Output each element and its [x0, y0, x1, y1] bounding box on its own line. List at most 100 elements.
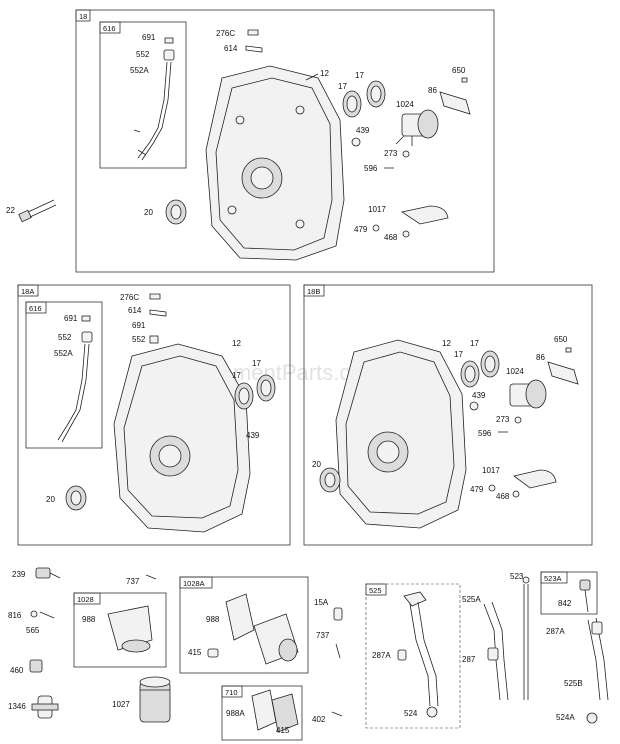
gasket-988-part	[225, 593, 255, 641]
washer-439-part	[351, 137, 361, 147]
box-18B	[303, 284, 593, 546]
box-616-label: 616	[103, 24, 116, 33]
label-17-c: 17	[232, 371, 241, 380]
box-18B-label: 18B	[307, 287, 320, 296]
label-525B: 525B	[564, 679, 583, 688]
label-565: 565	[26, 626, 40, 635]
box-18-label: 18	[79, 12, 87, 21]
box-616-b-label: 616	[29, 304, 42, 313]
box-616-b	[25, 301, 103, 449]
box-616-tag	[99, 21, 121, 34]
clip-273-part	[402, 150, 410, 158]
oil-seal-17-part-b	[234, 374, 276, 410]
box-18-tag	[75, 9, 91, 22]
label-479: 479	[354, 225, 368, 234]
dipstick-tube-525-part	[403, 591, 439, 707]
label-439-c: 439	[472, 391, 486, 400]
box-18A-tag	[17, 284, 39, 297]
label-691: 691	[142, 33, 156, 42]
dipstick-tube-525A-part	[483, 601, 509, 701]
label-86: 86	[428, 86, 437, 95]
label-691-c: 691	[132, 321, 146, 330]
oil-slinger-1017-part	[400, 205, 449, 225]
label-20-c: 20	[312, 460, 321, 469]
label-276C-b: 276C	[120, 293, 139, 302]
box-18A-label: 18A	[21, 287, 34, 296]
box-1028	[73, 592, 167, 668]
label-276C: 276C	[216, 29, 235, 38]
dipstick-tube-part	[133, 37, 175, 161]
label-596-b: 596	[478, 429, 492, 438]
crankcase-cover-part-b	[113, 343, 251, 533]
label-552-c: 552	[132, 335, 146, 344]
oil-filter-adapter-part-b	[253, 613, 299, 665]
dipstick-tube-525B-part	[587, 617, 609, 701]
oil-seal-20-part-b	[65, 485, 87, 511]
oil-filter-part	[139, 676, 171, 723]
label-287A-b: 287A	[546, 627, 565, 636]
label-523: 523	[510, 572, 524, 581]
label-1024-b: 1024	[506, 367, 524, 376]
label-22: 22	[6, 206, 15, 215]
label-816: 816	[8, 611, 22, 620]
label-402: 402	[312, 715, 326, 724]
label-1346: 1346	[8, 702, 26, 711]
label-17-a: 17	[338, 82, 347, 91]
label-15A: 15A	[314, 598, 329, 607]
box-523A-label: 523A	[544, 574, 562, 583]
label-468-b: 468	[496, 492, 510, 501]
label-524A: 524A	[556, 713, 575, 722]
box-710-tag	[221, 685, 243, 698]
label-737-b: 737	[316, 631, 330, 640]
label-415: 415	[188, 648, 202, 657]
oil-seal-17-part-c	[460, 350, 500, 388]
adapter-1346-part	[31, 695, 59, 719]
label-596: 596	[364, 164, 378, 173]
label-415-b: 415	[276, 726, 290, 735]
box-18A	[17, 284, 291, 546]
label-273-b: 273	[496, 415, 510, 424]
gasket-86-part	[439, 91, 471, 115]
box-525-label: 525	[369, 586, 382, 595]
box-616-b-tag	[25, 301, 47, 314]
box-1028-tag	[73, 592, 101, 605]
dipstick-tube-part-b	[57, 315, 93, 443]
governor-gear-part-b	[509, 379, 547, 409]
label-988: 988	[82, 615, 96, 624]
label-552-b: 552	[58, 333, 72, 342]
label-17-d: 17	[252, 359, 261, 368]
label-988A: 988A	[226, 709, 245, 718]
label-524: 524	[404, 709, 418, 718]
oil-filter-adapter-part	[107, 605, 153, 653]
label-17-b: 17	[355, 71, 364, 80]
label-650-b: 650	[554, 335, 568, 344]
label-552: 552	[136, 50, 150, 59]
label-737: 737	[126, 577, 140, 586]
bolt-614-part	[245, 45, 263, 53]
bolt-22-part	[18, 199, 57, 223]
label-842: 842	[558, 599, 572, 608]
box-1028A-tag	[179, 576, 213, 589]
box-710-label: 710	[225, 688, 238, 697]
box-616	[99, 21, 187, 169]
label-17-e: 17	[454, 350, 463, 359]
box-1028A	[179, 576, 309, 674]
box-525-tag	[365, 583, 387, 596]
label-988-b: 988	[206, 615, 220, 624]
box-1028-label: 1028	[77, 595, 94, 604]
label-12-b: 12	[232, 339, 241, 348]
label-614: 614	[224, 44, 238, 53]
label-1017: 1017	[368, 205, 386, 214]
box-523A	[540, 571, 598, 615]
label-479-b: 479	[470, 485, 484, 494]
governor-gear-part	[395, 109, 439, 146]
label-287: 287	[462, 655, 476, 664]
label-525A: 525A	[462, 595, 481, 604]
box-18	[75, 9, 495, 273]
label-614-b: 614	[128, 306, 142, 315]
bolt-276C-part	[247, 29, 259, 36]
label-460: 460	[10, 666, 24, 675]
box-710	[221, 685, 303, 741]
oil-seal-17-part	[342, 80, 386, 118]
